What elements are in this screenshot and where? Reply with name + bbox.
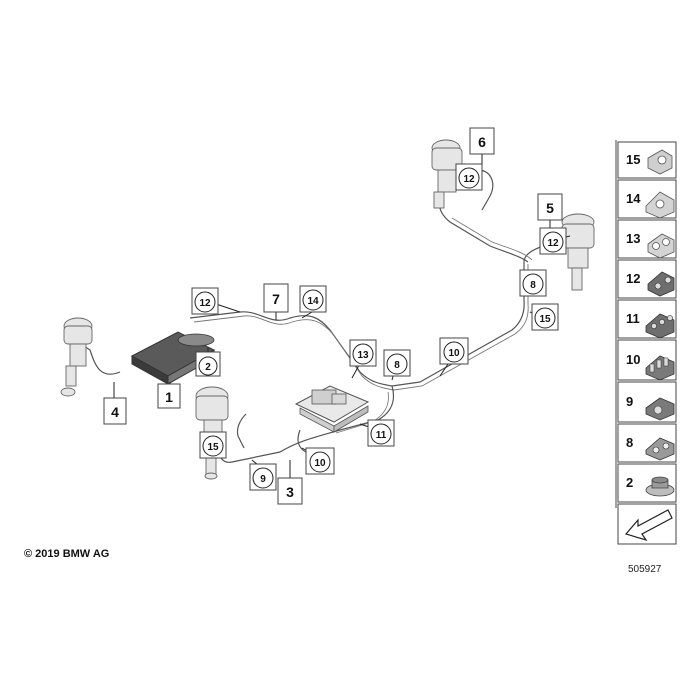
circle-callouts: 2 12 14 13 8 10 8 15 12: [191, 163, 567, 491]
valve-block: [294, 385, 370, 433]
callout-12-left: 12: [199, 298, 211, 309]
callout-11: 11: [376, 430, 387, 441]
side-part-row: 13: [617, 219, 677, 259]
callout-7: 7: [272, 291, 280, 307]
clip-14-icon: [645, 191, 675, 219]
side-part-row: 11: [617, 299, 677, 339]
callout-3: 3: [286, 484, 294, 500]
side-part-label: 13: [626, 231, 640, 246]
callout-1: 1: [165, 389, 173, 405]
callout-13: 13: [357, 350, 369, 361]
side-part-row: 9: [617, 381, 677, 423]
callout-10-bottom: 10: [314, 458, 326, 469]
callout-4: 4: [111, 404, 119, 420]
callout-2: 2: [205, 362, 211, 373]
side-part-label: 12: [626, 271, 640, 286]
side-part-label: 15: [626, 152, 640, 167]
diagram-number: 505927: [628, 564, 662, 575]
direction-arrow-icon: [624, 509, 673, 542]
callout-5: 5: [546, 200, 554, 216]
side-part-row: 2: [617, 463, 677, 503]
callout-10-center: 10: [448, 348, 460, 359]
air-reservoir: [130, 331, 216, 385]
callout-8-center: 8: [394, 360, 400, 371]
copyright-notice: © 2019 BMW AG: [24, 548, 110, 560]
callout-14: 14: [307, 296, 319, 307]
side-part-label: 14: [626, 191, 641, 206]
clip-11-icon: [645, 313, 675, 339]
callout-8-right: 8: [530, 280, 536, 291]
callout-15-left: 15: [207, 442, 219, 453]
nut-icon: [645, 476, 675, 497]
clip-12-icon: [647, 271, 675, 297]
parts-column: 15 14 13: [615, 140, 677, 545]
clip-15-icon: [647, 149, 673, 175]
clip-8-icon: [645, 437, 675, 461]
callout-6: 6: [478, 134, 486, 150]
side-part-row: 15: [617, 141, 677, 179]
side-part-label: 10: [626, 352, 640, 367]
callout-9: 9: [260, 474, 266, 485]
side-part-row: 8: [617, 423, 677, 463]
callout-12-top: 12: [463, 174, 475, 185]
rear-right-air-strut: [561, 213, 595, 291]
callout-12-right: 12: [547, 238, 559, 249]
clip-13-icon: [647, 233, 675, 259]
side-part-row: 12: [617, 259, 677, 299]
side-part-label: 8: [626, 435, 633, 450]
box-callouts: 1 4 7 3 5 6: [103, 127, 563, 505]
clip-10-icon: [645, 355, 675, 381]
side-part-label: 2: [626, 475, 633, 490]
side-part-label: 9: [626, 394, 633, 409]
side-part-label: 11: [626, 311, 640, 326]
clip-9-icon: [645, 397, 675, 421]
side-part-row: 10: [617, 339, 677, 381]
side-part-row: 14: [617, 179, 677, 219]
left-air-strut: [60, 317, 93, 397]
callout-15-right: 15: [539, 314, 551, 325]
leader-lines: [113, 150, 571, 480]
orientation-arrow-box: [617, 503, 677, 545]
